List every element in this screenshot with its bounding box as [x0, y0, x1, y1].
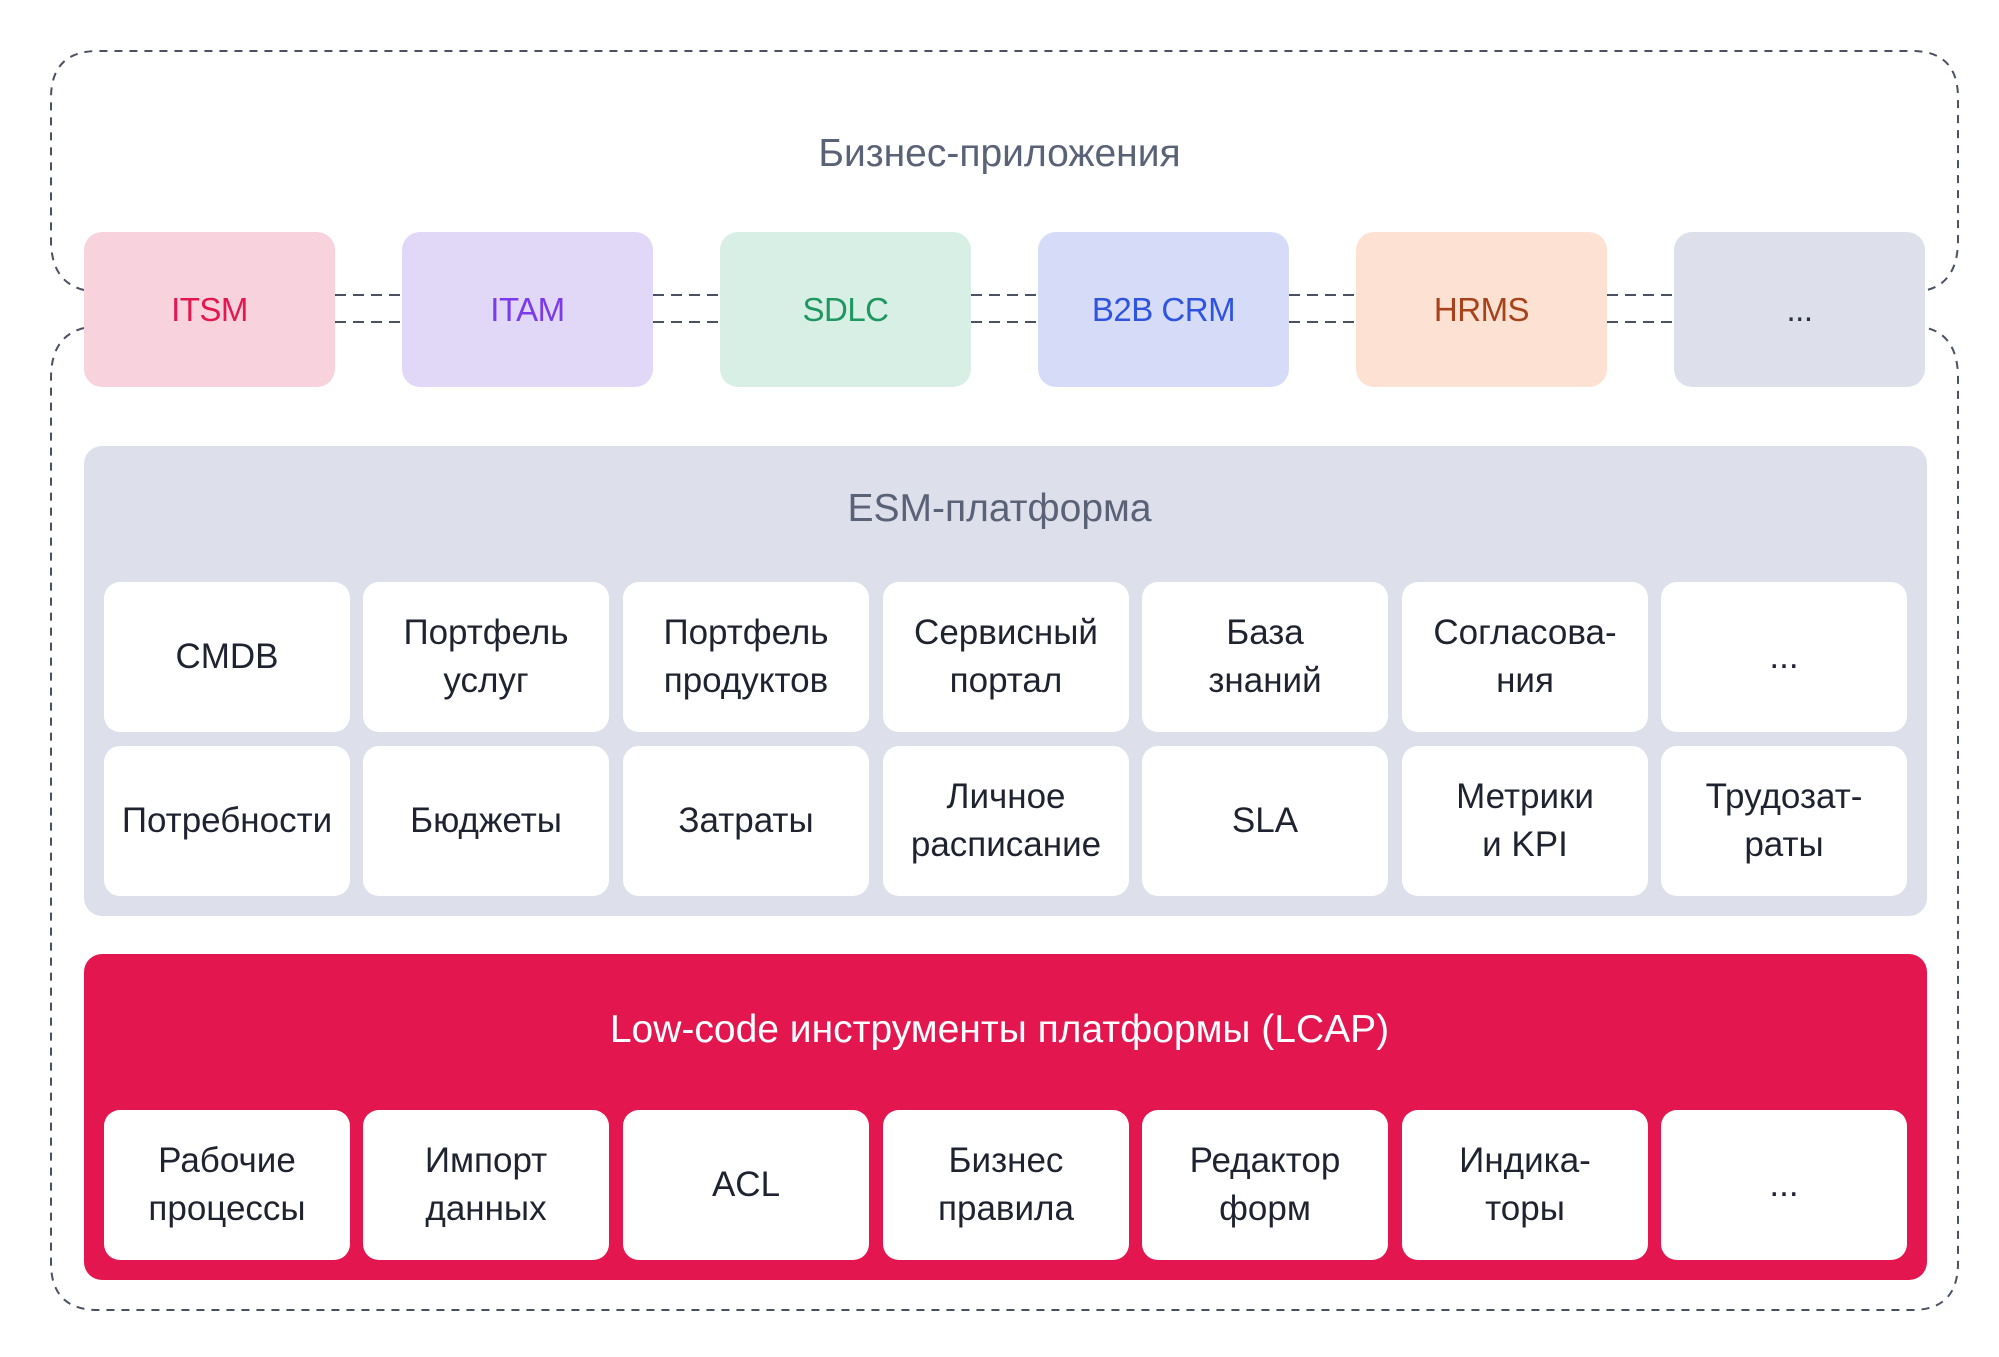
esm-platform-title: ESM-платформа: [847, 487, 1152, 530]
app-box-itsm: ITSM: [84, 232, 335, 387]
esm-module-card: Личное расписание: [883, 746, 1129, 896]
app-box-hrms: HRMS: [1356, 232, 1607, 387]
app-box-more: ...: [1674, 232, 1925, 387]
esm-module-card: Сервисный портал: [883, 582, 1129, 732]
business-apps-frame: [50, 50, 1959, 291]
esm-module-card: Потребности: [104, 746, 350, 896]
esm-module-card: ...: [1661, 582, 1907, 732]
lcap-tool-card: Индика- торы: [1402, 1110, 1648, 1260]
esm-module-card: Согласова- ния: [1402, 582, 1648, 732]
esm-module-card: Портфель продуктов: [623, 582, 869, 732]
lcap-title: Low-code инструменты платформы (LCAP): [609, 1008, 1390, 1051]
lcap-tool-card: Импорт данных: [363, 1110, 609, 1260]
lcap-tool-card: ACL: [623, 1110, 869, 1260]
lcap-tool-card: Редактор форм: [1142, 1110, 1388, 1260]
business-apps-title: Бизнес-приложения: [818, 132, 1181, 175]
lcap-tool-card: Рабочие процессы: [104, 1110, 350, 1260]
esm-module-card: Затраты: [623, 746, 869, 896]
lcap-tool-card: Бизнес правила: [883, 1110, 1129, 1260]
lcap-tool-card: ...: [1661, 1110, 1907, 1260]
esm-module-card: SLA: [1142, 746, 1388, 896]
esm-module-card: Метрики и KPI: [1402, 746, 1648, 896]
app-connectors: [335, 294, 1674, 323]
esm-module-card: Трудозат- раты: [1661, 746, 1907, 896]
esm-module-card: Бюджеты: [363, 746, 609, 896]
esm-module-card: Портфель услуг: [363, 582, 609, 732]
esm-module-card: CMDB: [104, 582, 350, 732]
app-box-itam: ITAM: [402, 232, 653, 387]
app-box-b2b-crm: B2B CRM: [1038, 232, 1289, 387]
platform-frame: [50, 327, 1959, 1311]
esm-module-card: База знаний: [1142, 582, 1388, 732]
app-box-sdlc: SDLC: [720, 232, 971, 387]
